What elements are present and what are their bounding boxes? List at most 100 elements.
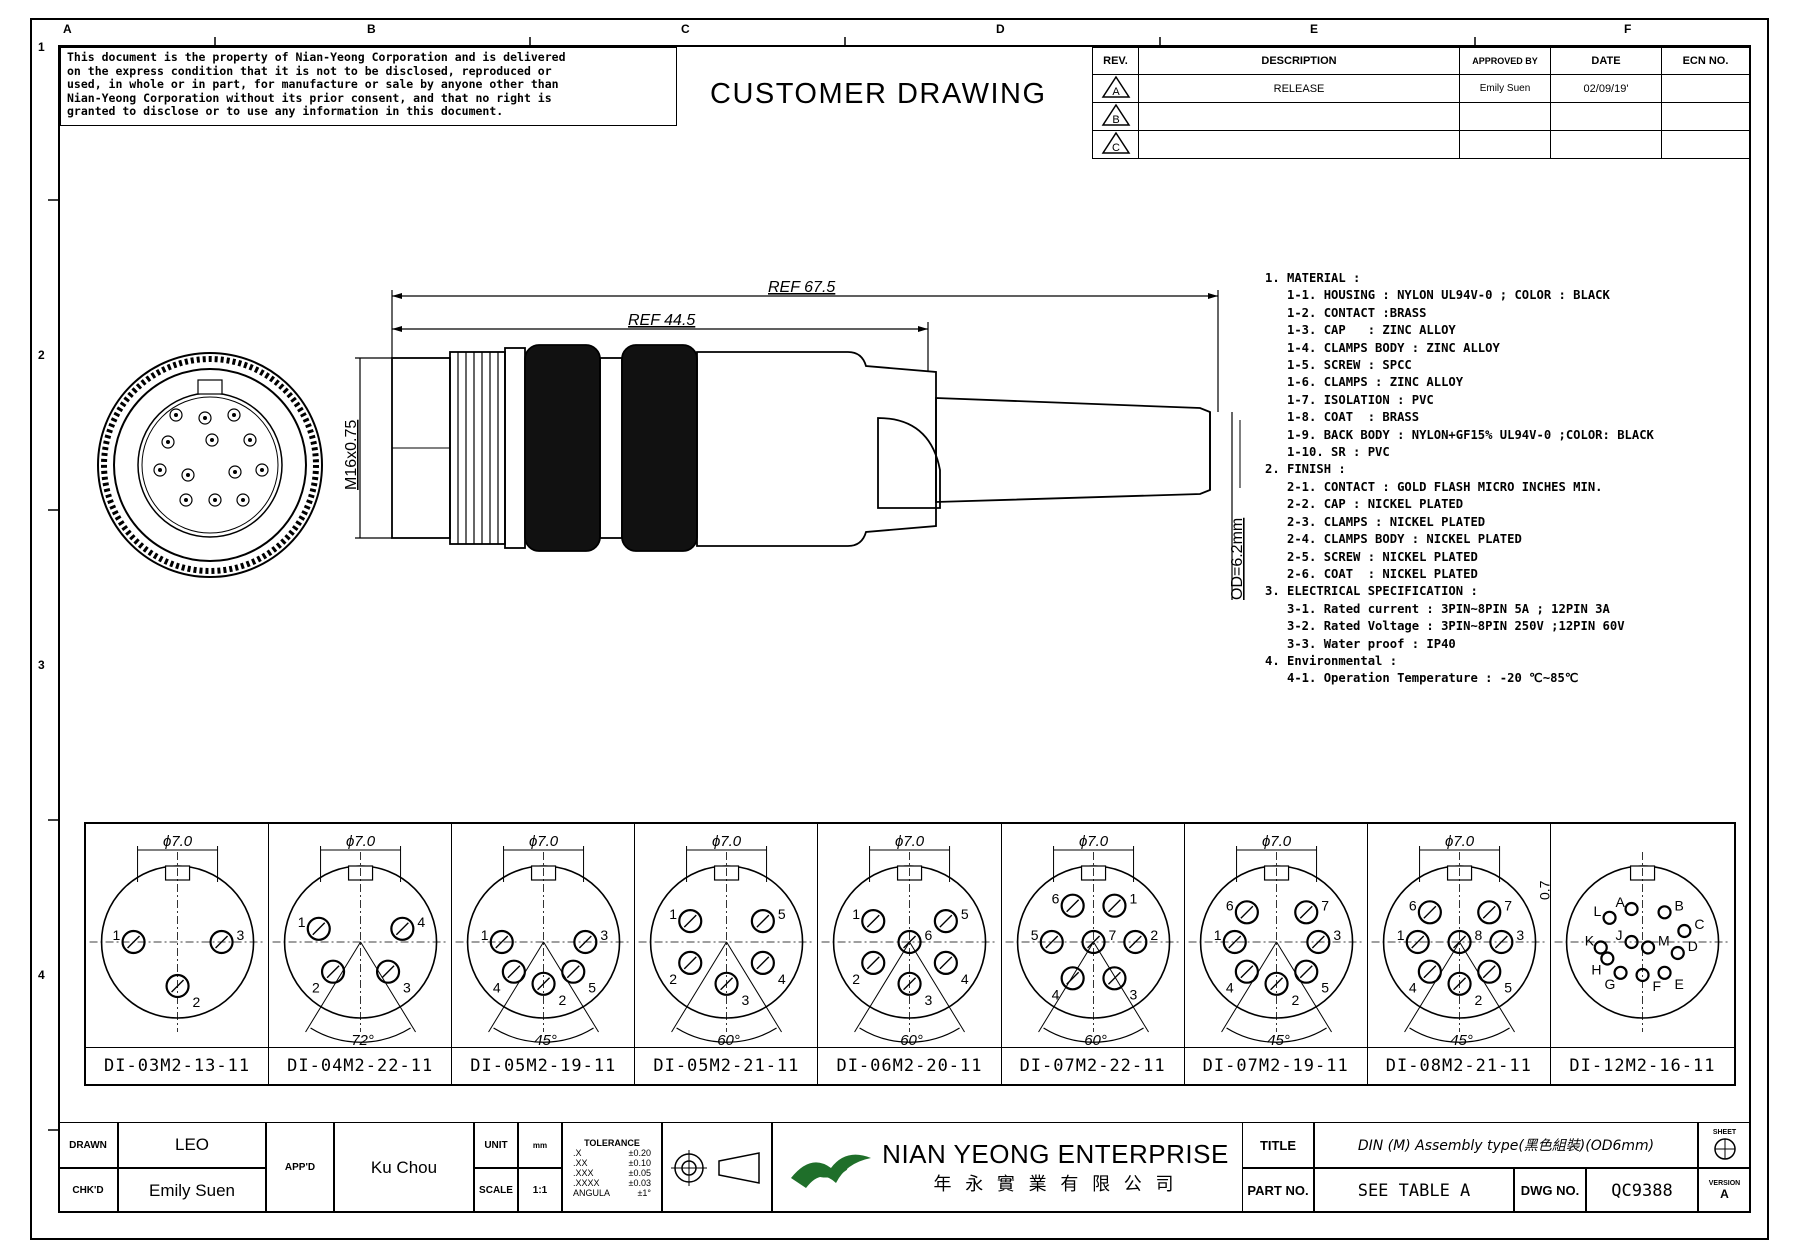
pin-number: 3 [403,980,411,996]
pin [531,971,556,996]
pin [897,971,923,996]
angle-line [488,941,545,1033]
pin [376,959,401,984]
pin-number: 2 [559,992,567,1008]
note-line: 2-6. COAT : NICKEL PLATED [1265,566,1478,581]
dim-thread: M16x0.75 [343,420,360,490]
angle-arc [1225,1027,1327,1043]
pin-hatch [867,956,881,970]
pin-hatch [756,914,770,928]
pin [306,916,331,941]
revision-row: C [1092,130,1750,159]
phi-label: ϕ7.0 [895,833,925,850]
company-block: NIAN YEONG ENTERPRISE 年 永 實 業 有 限 公 司 [772,1122,1242,1213]
pin-hatch [1411,935,1425,949]
pin [1081,929,1106,955]
pin-hatch [939,914,953,928]
zone-col-f: F [1624,22,1632,36]
pin-number: 6 [1226,897,1234,913]
pin-hatch [1240,965,1254,979]
tolerance-value: ±0.10 [628,1157,651,1168]
pin [1222,929,1247,955]
pin-number: 3 [1516,927,1524,943]
pin [1640,940,1656,955]
pin [861,950,886,975]
pin-number: 3 [1129,986,1137,1002]
pin [1677,923,1692,939]
pin [1447,971,1472,996]
rev-approved-by [1459,130,1551,159]
angle-line [305,941,362,1033]
pin-hatch [1227,935,1241,949]
pin [678,950,703,975]
pin-number: 4 [778,971,786,987]
angle-line [854,941,911,1033]
pin-number: 6 [925,927,933,943]
sheet-block: SHEET [1698,1122,1751,1168]
pin-hatch [684,956,698,970]
part-number-label: DI-04M2-22-11 [269,1047,452,1084]
scale-label: SCALE [474,1168,518,1213]
revision-row: B [1092,102,1750,131]
part-number-label: DI-12M2-16-11 [1550,1047,1734,1084]
tolerance-block: TOLERANCE .X±0.20.XX±0.10.XXX±0.05.XXXX±… [562,1122,662,1213]
angle-line [1458,941,1515,1033]
pin [1305,929,1331,955]
tolerance-key: .XX [573,1157,588,1168]
note-line: 1-3. CAP : ZINC ALLOY [1265,323,1456,338]
pin [1635,967,1650,983]
angle-label: 60° [718,1032,741,1049]
pin-number: 8 [1474,927,1482,943]
tolerance-key: ANGULA [573,1187,611,1198]
drawn-label: DRAWN [58,1122,118,1168]
pin [934,908,959,934]
third-angle-projection-icon [671,1149,760,1186]
pin-hatch [1240,905,1254,919]
pin-number: 7 [1504,897,1512,913]
pin-hatch [1423,965,1437,979]
rev-description [1138,102,1460,131]
angle-arc [1042,1027,1144,1043]
pin-hatch [312,922,326,936]
pin-number: 6 [1051,891,1059,907]
company-name-en: NIAN YEONG ENTERPRISE [882,1139,1229,1169]
part-number-label: DI-06M2-20-11 [818,1047,1001,1084]
pin [321,959,346,984]
pin-number: 7 [1108,927,1116,943]
zone-col-d: D [996,22,1005,36]
pin [1593,940,1608,955]
pin [1101,893,1127,918]
pin [1405,929,1430,955]
offset-label: 0.7 [1536,880,1551,900]
pin-number: K [1585,933,1595,949]
pin-hatch [171,979,185,993]
tolerance-row: ANGULA±1° [573,1188,651,1198]
pin-number: 4 [1226,980,1234,996]
pin-hatch [903,977,917,991]
rev-date: 02/09/19' [1550,74,1662,103]
pin-hatch [1044,935,1058,949]
note-line: 2. FINISH : [1265,462,1346,477]
pin-hatch [1494,935,1508,949]
ecn-header: ECN NO. [1661,47,1750,75]
connector-side-view [391,344,1241,552]
zone-col-c: C [681,22,690,36]
pin-hatch [867,914,881,928]
pin-number: 2 [670,971,678,987]
notice-line: on the express condition that it is not … [67,63,552,78]
connector-front-view [97,352,323,578]
note-line: 4. Environmental : [1265,653,1398,668]
pin-number: 7 [1321,897,1329,913]
angle-arc [1409,1027,1510,1043]
pin-number: A [1615,894,1625,910]
pin-number: L [1593,903,1601,919]
tolerance-key: .XXX [573,1167,594,1178]
